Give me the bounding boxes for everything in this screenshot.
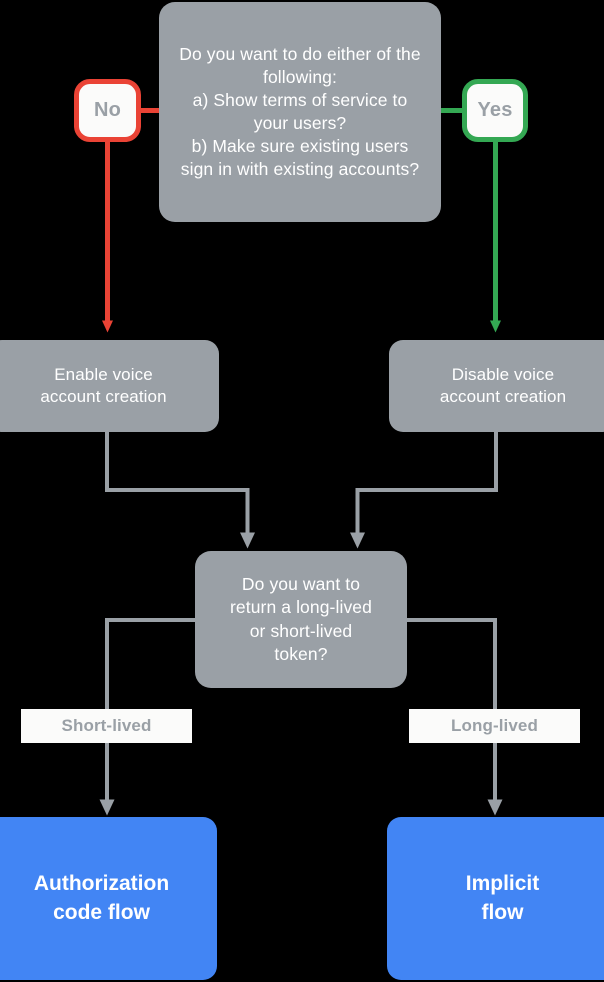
- enable-voice-account-creation-node: Enable voice account creation: [0, 340, 219, 432]
- top-question-node: Do you want to do either of the followin…: [159, 2, 441, 222]
- authorization-code-flow-node: Authorization code flow: [0, 817, 217, 980]
- disable-voice-account-creation-node: Disable voice account creation: [389, 340, 604, 432]
- choice-yes-button[interactable]: Yes: [462, 79, 528, 142]
- edge-enable-to-token: [105, 432, 255, 549]
- implicit-flow-node: Implicit flow: [387, 817, 604, 980]
- edge-label-short-lived: Short-lived: [21, 709, 192, 743]
- edge-label-long-lived: Long-lived: [409, 709, 580, 743]
- choice-no-button[interactable]: No: [74, 79, 141, 142]
- token-question-node: Do you want to return a long-lived or sh…: [195, 551, 407, 688]
- edge-disable-to-token: [350, 432, 498, 549]
